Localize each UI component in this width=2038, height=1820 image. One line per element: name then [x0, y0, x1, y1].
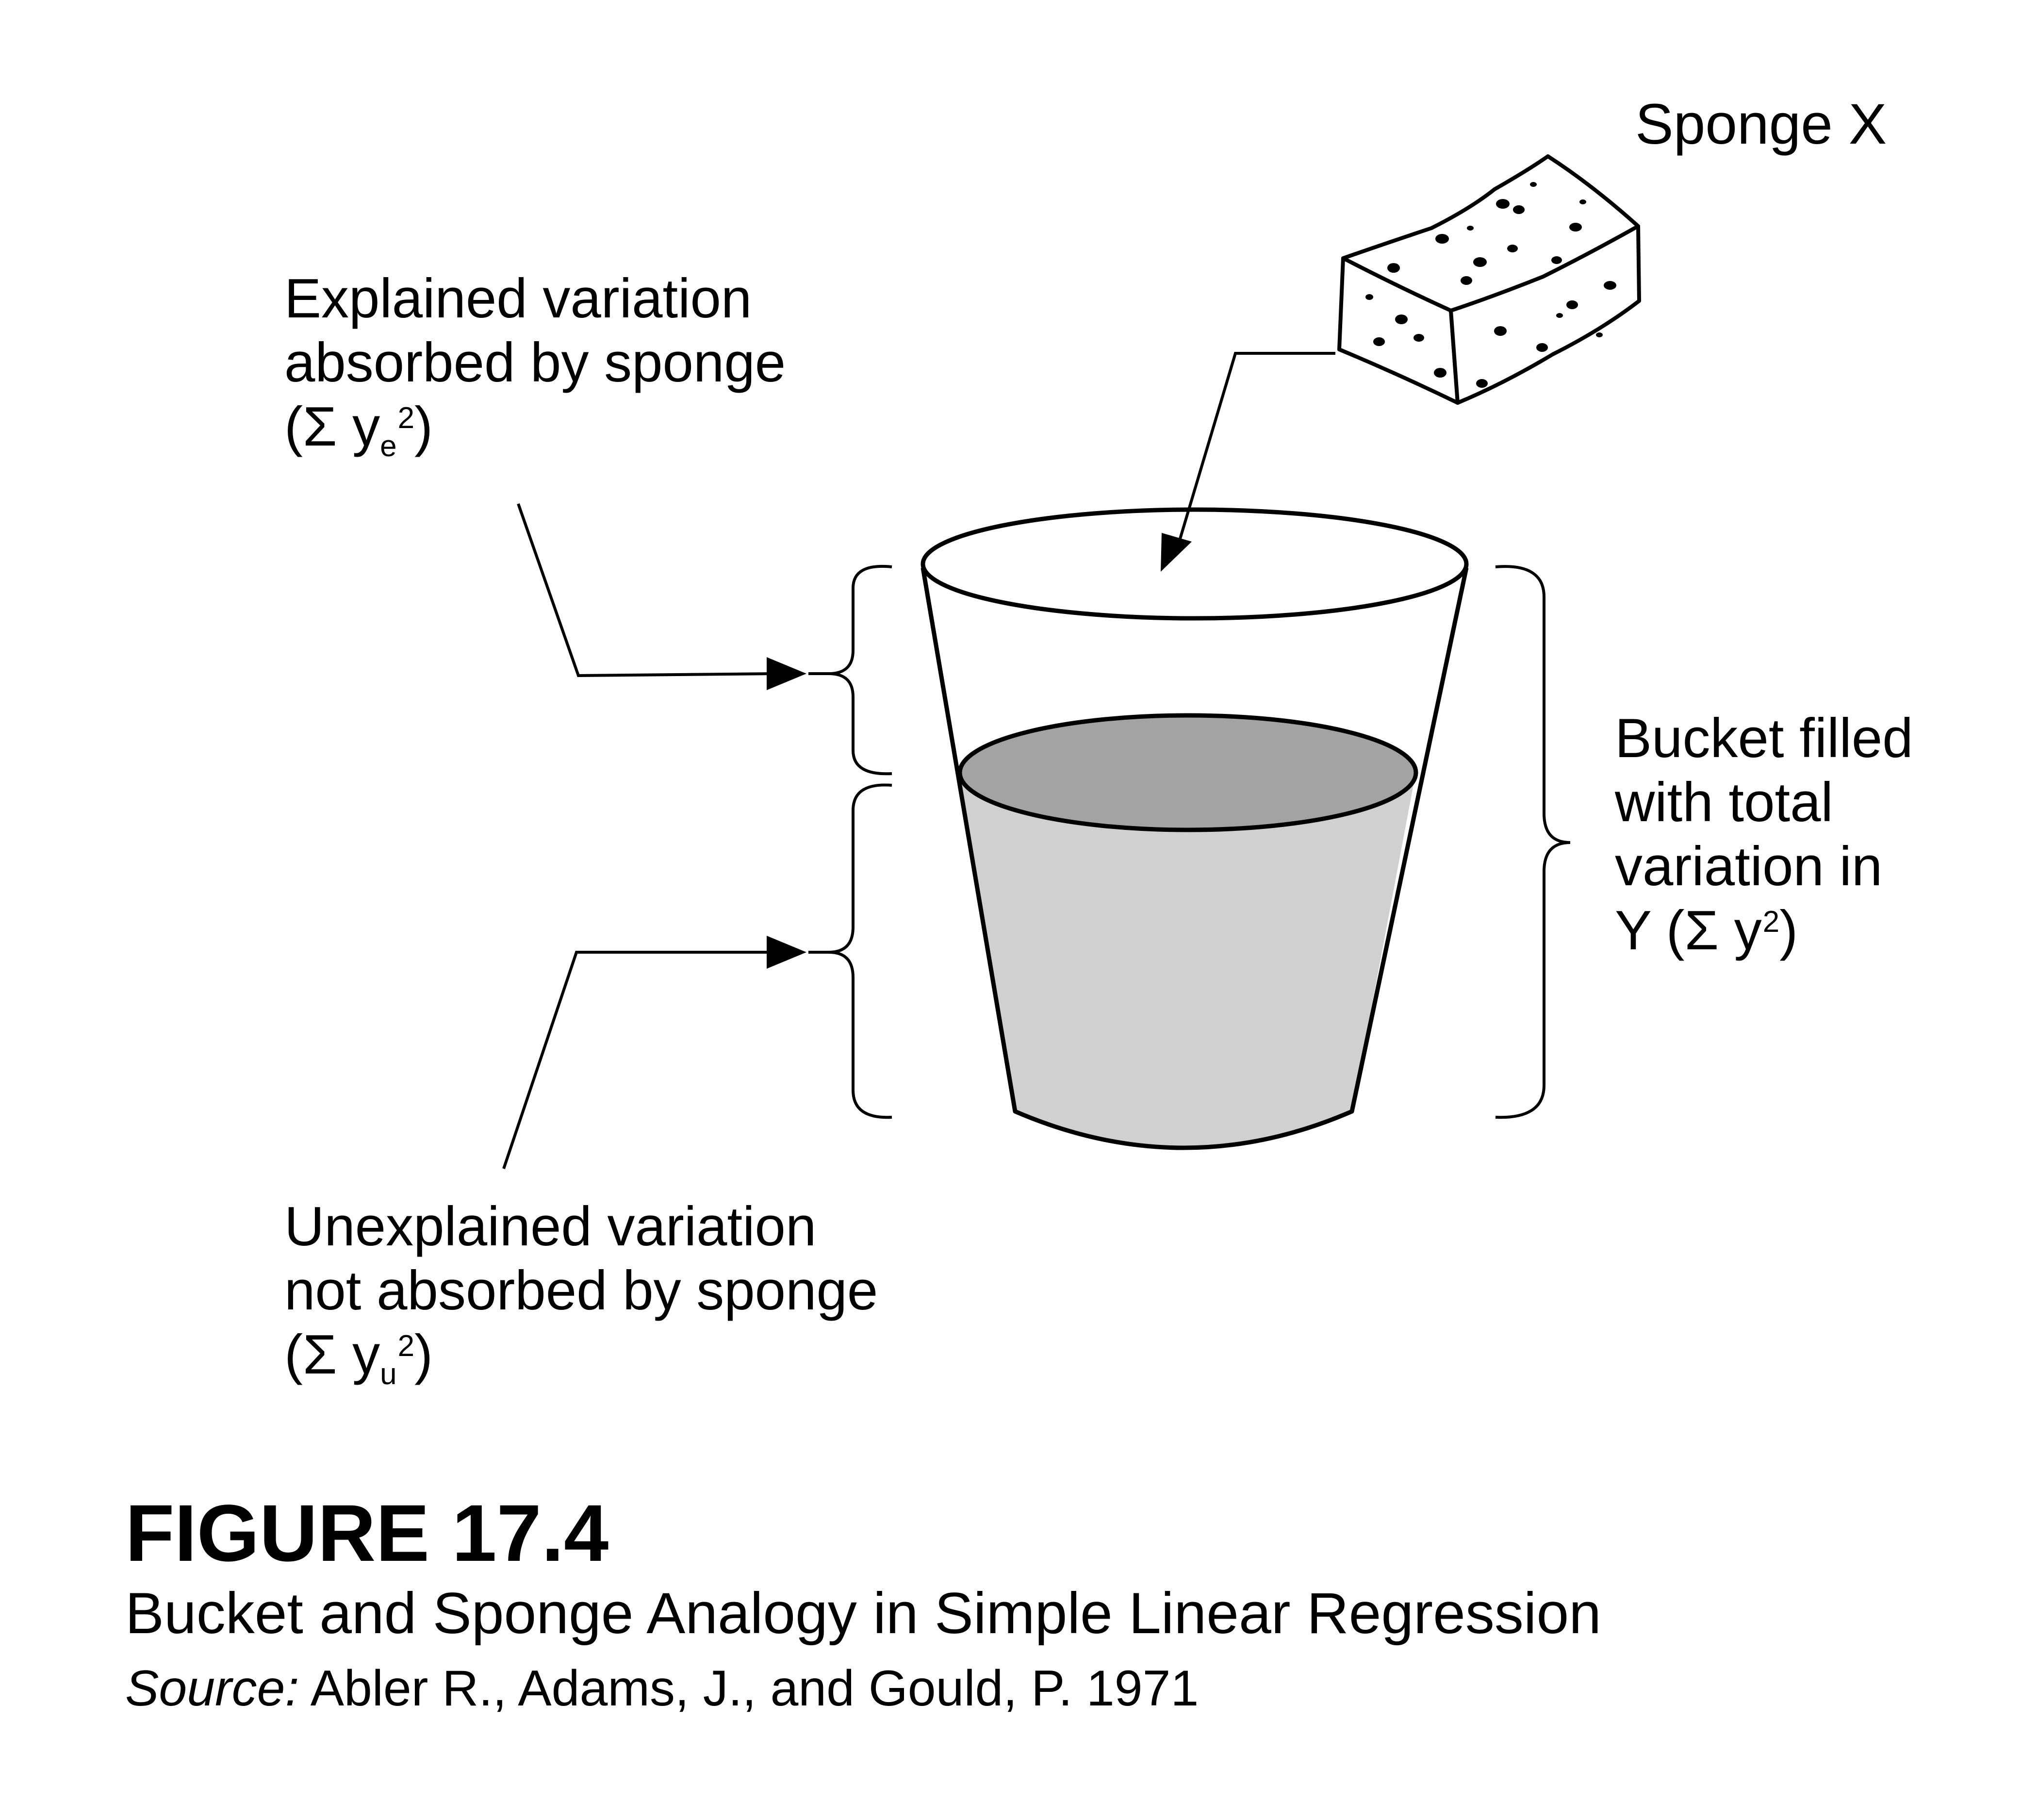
bucket-line-4: Y (Σ y2) — [1615, 900, 1798, 961]
water-body — [960, 772, 1416, 1148]
bucket-line-2: with total — [1615, 772, 1833, 833]
unexplained-brace — [828, 783, 892, 1119]
unexplained-line-1: Unexplained variation — [284, 1196, 817, 1257]
explained-arrow — [517, 503, 829, 690]
bucket-line-3: variation in — [1615, 836, 1883, 897]
sponge-side-face — [1449, 224, 1641, 405]
source-label: Source: — [125, 1660, 299, 1717]
explained-line-1: Explained variation — [284, 268, 752, 330]
bucket — [920, 507, 1469, 1150]
explained-formula: (Σ ye2) — [284, 396, 433, 463]
bucket-rim — [920, 507, 1469, 621]
sponge-label: Sponge X — [1635, 92, 1887, 156]
total-brace — [1495, 565, 1571, 1119]
water-surface — [957, 713, 1418, 832]
sponge-holes — [1365, 182, 1616, 388]
bucket-walls — [920, 567, 1469, 1150]
explained-label: Explained variation absorbed by sponge (… — [284, 267, 786, 468]
bucket-label: Bucket filled with total variation in Y … — [1615, 707, 1913, 972]
sponge — [1337, 154, 1641, 405]
unexplained-arrow — [502, 936, 829, 1169]
bucket-line-1: Bucket filled — [1615, 708, 1913, 769]
explained-line-2: absorbed by sponge — [284, 332, 786, 394]
figure-source: Source: Abler R., Adams, J., and Gould, … — [125, 1660, 1199, 1718]
unexplained-label: Unexplained variation not absorbed by sp… — [284, 1195, 878, 1396]
figure-title: FIGURE 17.4 — [125, 1489, 609, 1578]
explained-brace — [828, 565, 892, 776]
unexplained-line-2: not absorbed by sponge — [284, 1260, 878, 1322]
figure-subtitle: Bucket and Sponge Analogy in Simple Line… — [125, 1581, 1601, 1646]
source-text: Abler R., Adams, J., and Gould, P. 1971 — [310, 1660, 1199, 1717]
sponge-arrow — [1161, 352, 1335, 572]
unexplained-formula: (Σ yu2) — [284, 1324, 433, 1391]
